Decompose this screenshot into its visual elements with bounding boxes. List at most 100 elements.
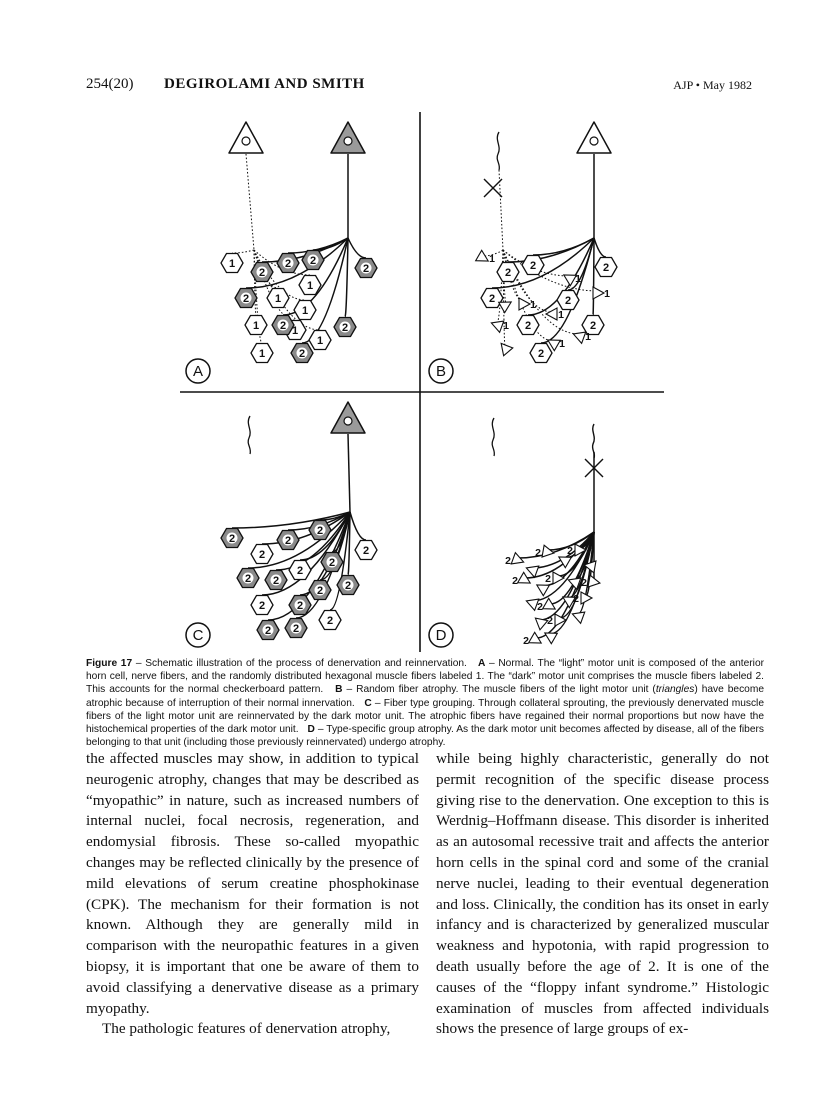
light-nerve-fiber (253, 249, 306, 301)
page-number: 254(20) (86, 76, 134, 92)
fiber-label-backdrop (342, 579, 354, 591)
fiber-label: 2 (297, 565, 303, 577)
atrophic-fiber (561, 596, 577, 609)
light-nerve-fiber (502, 249, 525, 303)
dark-nerve-fiber (592, 237, 595, 316)
light-nerve-fiber (245, 153, 255, 251)
atrophic-fiber (527, 631, 543, 644)
caption-b-text-1: – Random fiber atrophy. The muscle fiber… (342, 684, 656, 696)
dark-nerve-fiber (275, 511, 351, 571)
caption-b-italic: triangles (655, 684, 695, 696)
atrophic-fiber (557, 556, 573, 569)
journal-citation: AJP • May 1982 (673, 78, 752, 92)
fiber-label: 2 (363, 545, 369, 557)
fiber-label: 2 (603, 262, 609, 274)
atrophic-fiber (541, 597, 557, 610)
atrophic-fiber (562, 274, 578, 287)
caption-c-label: C (364, 697, 372, 709)
body-column-left: the affected muscles may show, in additi… (86, 749, 419, 1040)
dark-nerve-fiber (231, 511, 351, 529)
dark-nerve-fiber (347, 237, 367, 259)
fiber-label: 2 (538, 348, 544, 360)
caption-a-text: – Normal. The “light” motor unit is comp… (86, 658, 765, 696)
fiber-label: 1 (530, 299, 536, 311)
neuron-nucleus (589, 136, 599, 146)
light-nerve-fiber (253, 249, 321, 331)
light-nerve-fiber (496, 249, 504, 324)
light-muscle-fiber (594, 256, 618, 278)
panel-label-circle (428, 622, 454, 648)
fiber-label: 2 (363, 263, 369, 275)
fiber-label: 1 (575, 273, 581, 285)
light-muscle-fiber (581, 314, 605, 336)
fiber-label: 2 (327, 615, 333, 627)
caption-d-text: – Type-specific group atrophy. As the da… (86, 724, 764, 749)
fiber-label: 2 (342, 322, 348, 334)
light-muscle-fiber (250, 594, 274, 616)
atrophic-fiber (490, 320, 505, 334)
light-muscle-fiber (318, 609, 342, 631)
fiber-label: 2 (259, 267, 265, 279)
caption-figure-label: Figure 17 (86, 658, 133, 669)
fiber-label-backdrop (270, 574, 282, 586)
fiber-label: 2 (317, 585, 323, 597)
fiber-label: 2 (565, 295, 571, 307)
fiber-label-backdrop (307, 254, 319, 266)
fiber-label-backdrop (326, 556, 338, 568)
atrophic-fiber (552, 571, 566, 585)
fiber-label: 2 (547, 615, 553, 627)
fiber-label: 2 (523, 635, 529, 647)
neuron-nucleus (343, 416, 353, 426)
running-authors: DEGIROLAMI AND SMITH (164, 76, 365, 92)
dark-nerve-fiber (344, 237, 349, 318)
dark-nerve-fiber (261, 511, 351, 545)
light-muscle-fiber (266, 287, 290, 309)
light-muscle-fiber (516, 314, 540, 336)
panel-label-circle (428, 358, 454, 384)
caption-a-label: A (477, 658, 486, 669)
caption-b-text-2: ) have become atrophic because of interr… (86, 684, 764, 709)
dark-nerve-fiber (491, 237, 595, 289)
dark-nerve-fiber (349, 511, 367, 541)
fiber-label: 2 (273, 575, 279, 587)
fiber-label: 2 (530, 260, 536, 272)
dark-nerve-fiber (549, 531, 595, 635)
fiber-label-backdrop (277, 319, 289, 331)
caption-intro: – Schematic illustration of the process … (132, 658, 467, 669)
panel-letter: B (436, 363, 446, 380)
running-header: 254(20) DEGIROLAMI AND SMITH AJP • May 1… (86, 76, 752, 98)
dark-nerve-fiber (593, 237, 607, 258)
figure-caption: Figure 17 – Schematic illustration of th… (86, 657, 764, 749)
caption-c-text: – Fiber type grouping. Through collatera… (86, 697, 764, 736)
fiber-label: 2 (567, 545, 573, 557)
fiber-label-backdrop (314, 524, 326, 536)
light-nerve-fiber (498, 169, 504, 251)
light-muscle-fiber (220, 252, 244, 274)
fiber-label-backdrop (290, 622, 302, 634)
fiber-label: 2 (293, 623, 299, 635)
light-muscle-fiber (244, 314, 268, 336)
atrophic-fiber (571, 611, 586, 625)
fiber-label: 2 (505, 555, 511, 567)
fiber-label: 2 (280, 320, 286, 332)
dark-nerve-fiber (532, 237, 595, 256)
panel-label-circle (185, 358, 211, 384)
dark-nerve-fiber (535, 531, 595, 639)
panel-dividers (180, 112, 664, 652)
dark-nerve-fiber (347, 511, 351, 576)
light-muscle-fiber (293, 299, 317, 321)
fiber-label-backdrop (242, 572, 254, 584)
fiber-label: 2 (505, 267, 511, 279)
light-muscle-fiber (354, 539, 378, 561)
light-muscle-fiber (308, 329, 332, 351)
fiber-label: 2 (537, 601, 543, 613)
fiber-label-backdrop (282, 534, 294, 546)
fiber-label: 2 (545, 573, 551, 585)
atrophic-fiber (510, 551, 525, 565)
light-nerve-fiber (253, 249, 257, 316)
atrophic-fiber (535, 584, 551, 597)
fiber-label: 2 (229, 533, 235, 545)
